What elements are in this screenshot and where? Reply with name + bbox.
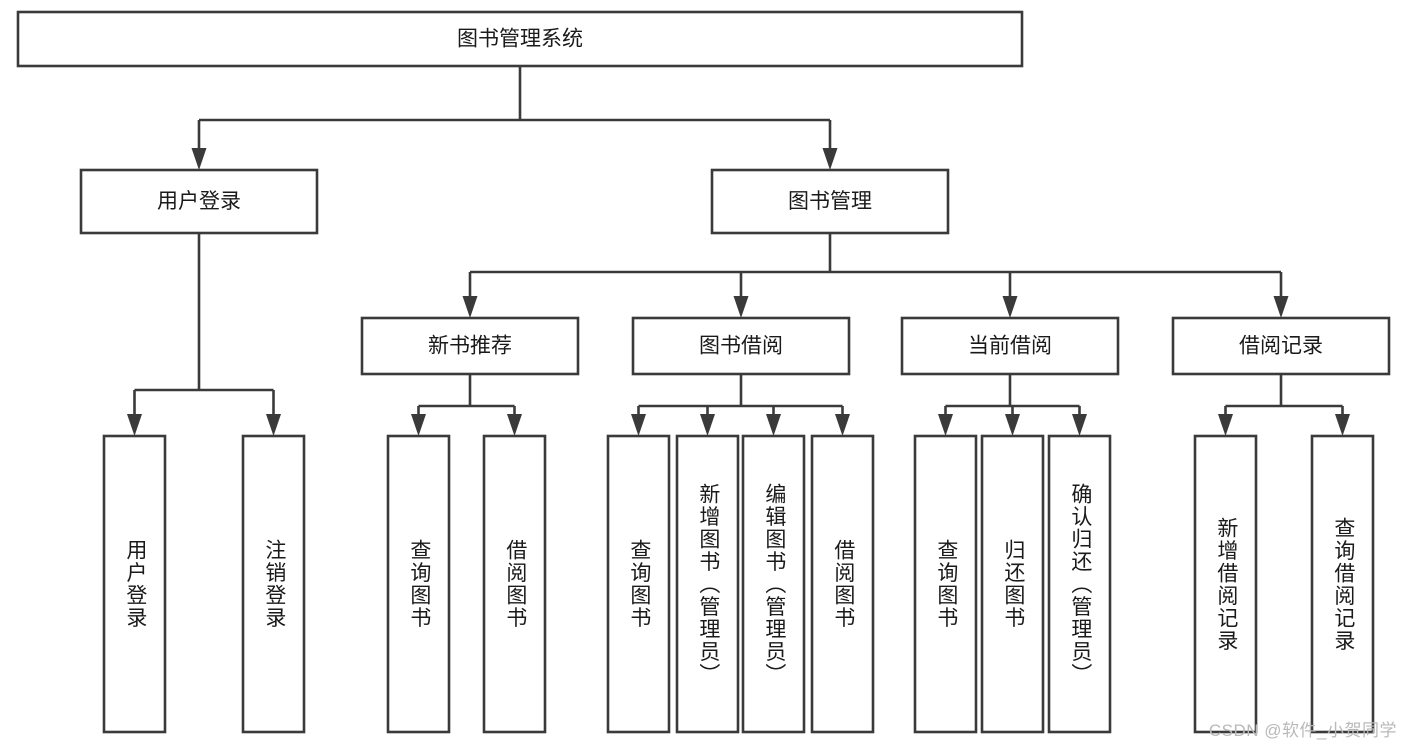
node-box-leaf-edit-book-admin[interactable]: [741, 434, 806, 734]
arrow-head-icon: [822, 148, 838, 170]
arrow-head-icon: [766, 414, 781, 436]
arrow-head-icon: [1002, 296, 1018, 318]
arrow-head-icon: [266, 414, 281, 436]
arrow-head-icon: [631, 414, 646, 436]
node-box-leaf-query-book-current[interactable]: [913, 434, 978, 734]
node-box-leaf-user-login[interactable]: [102, 434, 167, 734]
node-box-leaf-query-book-borrow[interactable]: [606, 434, 671, 734]
boxes-layer: [16, 10, 1391, 734]
node-label-current-borrow: 当前借阅: [968, 335, 1052, 358]
node-box-leaf-add-borrow-record[interactable]: [1193, 434, 1258, 734]
node-box-borrow-record[interactable]: [1171, 316, 1391, 376]
node-box-new-book-recommend[interactable]: [360, 316, 580, 376]
arrow-head-icon: [1005, 414, 1020, 436]
node-box-leaf-return-book[interactable]: [980, 434, 1045, 734]
node-box-leaf-query-book-recommend[interactable]: [386, 434, 451, 734]
arrow-head-icon: [700, 414, 715, 436]
node-box-book-borrow[interactable]: [631, 316, 851, 376]
node-box-book-manage[interactable]: [710, 168, 950, 235]
node-box-leaf-confirm-return-admin[interactable]: [1047, 434, 1112, 734]
arrow-head-icon: [507, 414, 522, 436]
arrow-head-icon: [127, 414, 142, 436]
node-box-leaf-borrow-book-recommend[interactable]: [482, 434, 547, 734]
node-label-borrow-record: 借阅记录: [1239, 335, 1323, 358]
arrow-head-icon: [835, 414, 850, 436]
arrow-head-icon: [1218, 414, 1233, 436]
arrow-head-icon: [733, 296, 749, 318]
arrow-head-icon: [938, 414, 953, 436]
node-label-root: 图书管理系统: [457, 28, 583, 51]
node-box-user-login[interactable]: [79, 168, 319, 235]
arrow-head-icon: [462, 296, 478, 318]
node-label-book-manage: 图书管理: [788, 190, 872, 213]
node-label-new-book-recommend: 新书推荐: [428, 335, 512, 358]
node-label-user-login: 用户登录: [157, 190, 241, 213]
node-box-root[interactable]: [16, 10, 1024, 68]
node-box-leaf-borrow-book[interactable]: [810, 434, 875, 734]
arrow-head-icon: [411, 414, 426, 436]
arrow-head-icon: [1335, 414, 1350, 436]
arrow-head-icon: [1072, 414, 1087, 436]
arrow-head-icon: [1273, 296, 1289, 318]
connectors-layer: [127, 66, 1350, 436]
node-box-leaf-query-borrow-record[interactable]: [1310, 434, 1375, 734]
watermark-text: CSDN @软件_小贺同学: [1208, 721, 1397, 740]
node-box-current-borrow[interactable]: [900, 316, 1120, 376]
arrow-head-icon: [191, 148, 207, 170]
node-box-leaf-add-book-admin[interactable]: [675, 434, 740, 734]
node-box-leaf-logout[interactable]: [241, 434, 306, 734]
node-label-book-borrow: 图书借阅: [699, 335, 783, 358]
